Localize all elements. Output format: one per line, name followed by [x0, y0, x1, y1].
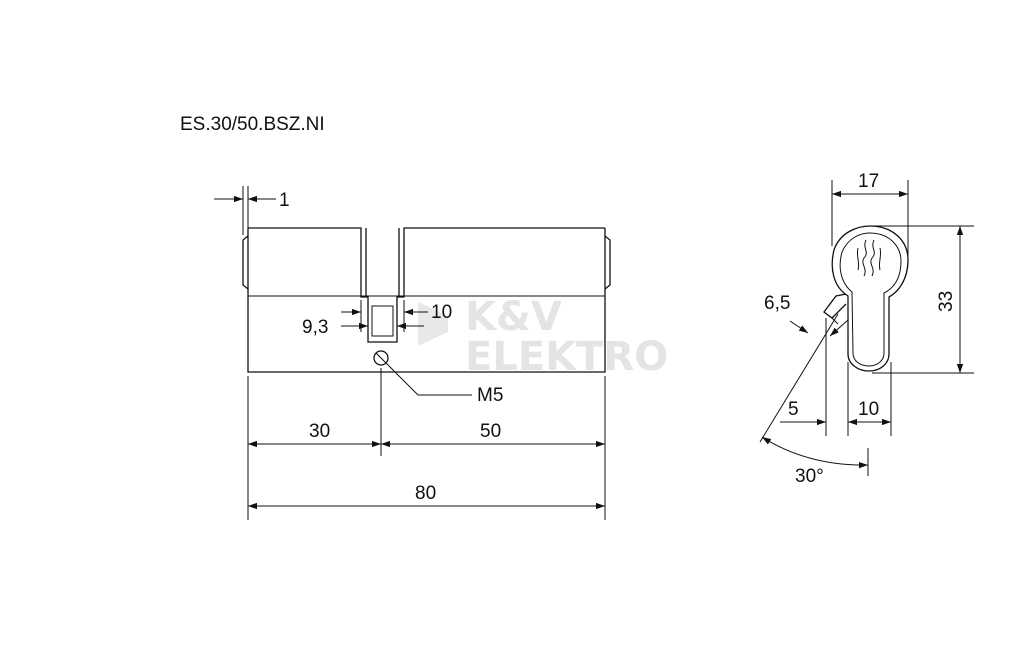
- dim-33: 33: [872, 225, 974, 374]
- m5-leader: M5: [385, 362, 503, 406]
- watermark-line1: K&V: [465, 294, 562, 340]
- m5-hole: [373, 350, 389, 366]
- dim-17: 17: [831, 171, 909, 258]
- dim-17-label: 17: [858, 171, 879, 192]
- angle-label: 30°: [795, 466, 824, 487]
- dim-cam: 10 9,3: [302, 300, 452, 338]
- watermark: K&V ELEKTRO: [418, 294, 668, 380]
- cylinder-side-view: [823, 225, 909, 372]
- m5-label: M5: [477, 385, 503, 406]
- dim-10-label: 10: [431, 302, 452, 323]
- dim-5-label: 5: [788, 399, 799, 420]
- dim-93-label: 9,3: [302, 317, 328, 338]
- dim-1-label: 1: [279, 190, 290, 211]
- dim-angle: 30°: [759, 313, 869, 487]
- drawing-title: ES.30/50.BSZ.NI: [180, 114, 325, 135]
- dim-30-label: 30: [309, 421, 330, 442]
- dim-lengths: 30 50 80: [247, 368, 606, 520]
- watermark-line2: ELEKTRO: [465, 334, 668, 380]
- dim-65-label: 6,5: [764, 293, 790, 314]
- cylinder-front-view: [242, 227, 611, 373]
- dim-50-label: 50: [480, 421, 501, 442]
- dim-10-side-label: 10: [858, 399, 879, 420]
- dim-1: 1: [214, 186, 290, 235]
- dim-5-10: 5 10: [780, 318, 892, 436]
- dim-65: 6,5: [764, 293, 849, 337]
- dim-33-label: 33: [936, 291, 957, 312]
- dim-80-label: 80: [415, 483, 436, 504]
